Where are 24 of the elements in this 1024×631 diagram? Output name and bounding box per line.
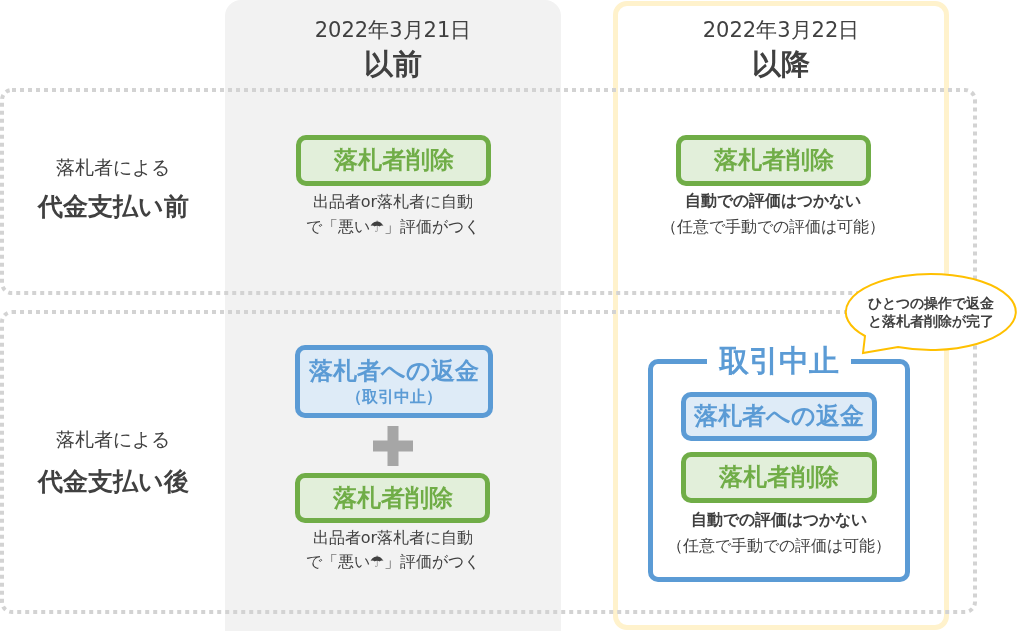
caption-text: （任意で手動での評価は可能） xyxy=(661,217,885,237)
row-band xyxy=(0,88,977,295)
caption-text: 自動での評価はつかない xyxy=(685,191,861,211)
date-heading: 2022年3月21日 xyxy=(314,17,472,44)
action-box: 落札者削除 xyxy=(681,452,877,503)
subheading-text: （取引中止） xyxy=(346,387,442,407)
action-box: 落札者削除 xyxy=(296,135,491,186)
speech-bubble: ひとつの操作で返金と落札者削除が完了 xyxy=(843,272,1019,356)
caption-text: 出品者or落札者に自動で「悪い☂」評価がつく xyxy=(304,191,482,238)
caption-text: 出品者or落札者に自動で「悪い☂」評価がつく xyxy=(304,527,482,573)
date-heading: 2022年3月22日 xyxy=(702,17,860,44)
refund-box xyxy=(295,345,493,418)
heading-text: 落札者への返金 xyxy=(309,356,479,386)
row-heading: 落札者による xyxy=(56,156,170,180)
caption-text: （任意で手動での評価は可能） xyxy=(667,536,891,556)
row-heading: 落札者による xyxy=(56,428,170,452)
row-heading: 代金支払い後 xyxy=(37,466,189,498)
action-box: 落札者削除 xyxy=(295,473,490,523)
period-heading: 以前 xyxy=(364,46,422,83)
refund-box: 落札者への返金 xyxy=(681,392,877,441)
row-heading: 代金支払い前 xyxy=(37,191,189,223)
period-heading: 以降 xyxy=(752,46,810,83)
action-box: 落札者削除 xyxy=(676,135,871,186)
caption-text: 自動での評価はつかない xyxy=(691,510,867,530)
